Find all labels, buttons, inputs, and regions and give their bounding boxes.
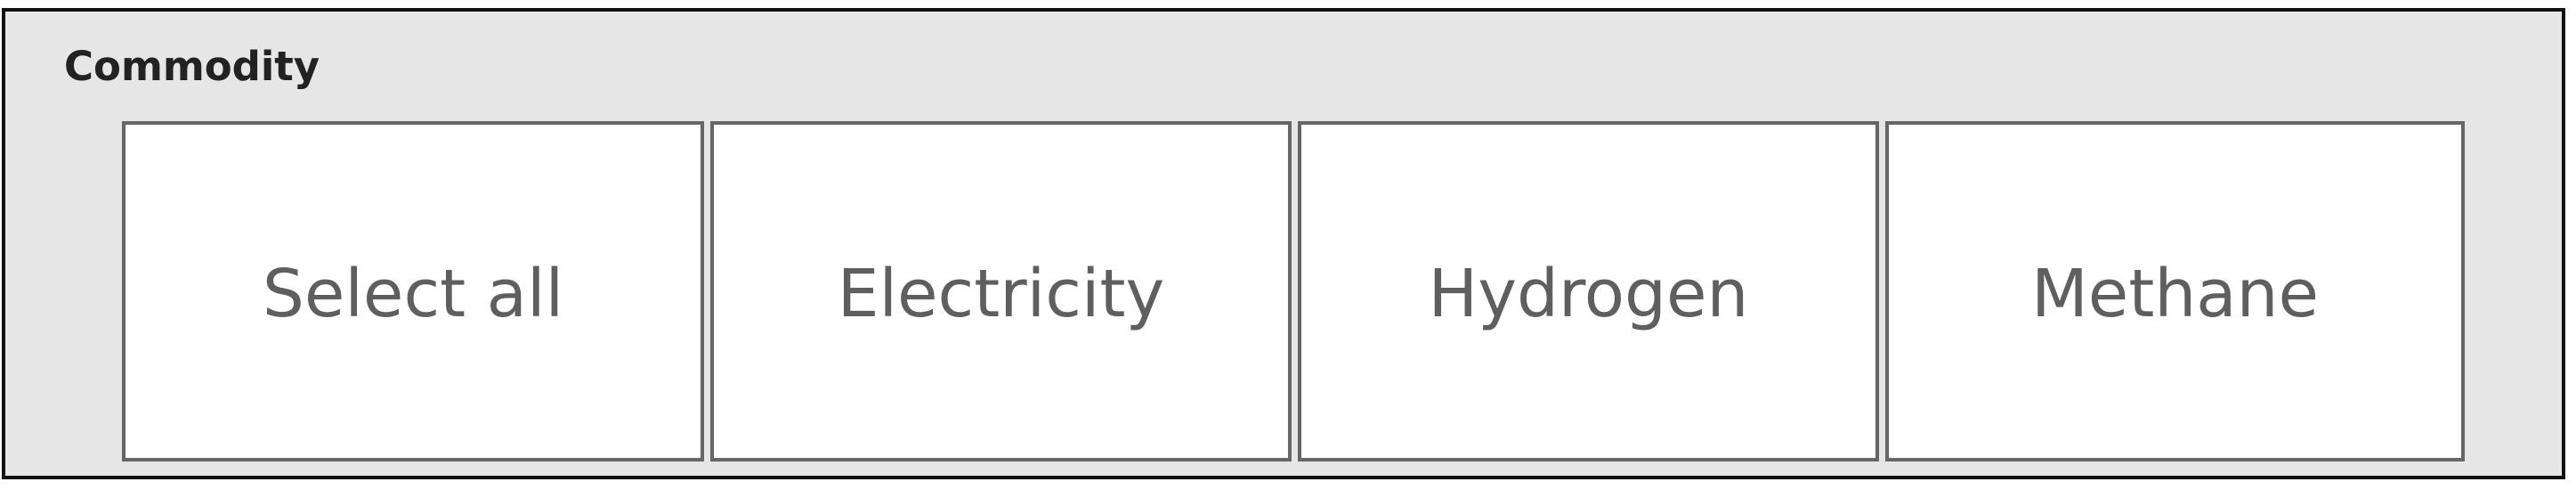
option-electricity[interactable]: Electricity bbox=[710, 121, 1292, 461]
option-label: Electricity bbox=[837, 256, 1165, 332]
option-select-all[interactable]: Select all bbox=[122, 121, 704, 461]
option-hydrogen[interactable]: Hydrogen bbox=[1298, 121, 1879, 461]
option-label: Hydrogen bbox=[1428, 256, 1749, 332]
commodity-slicer: Commodity Select all Electricity Hydroge… bbox=[2, 8, 2565, 479]
option-label: Methane bbox=[2030, 256, 2320, 332]
slicer-title: Commodity bbox=[64, 43, 320, 90]
option-label: Select all bbox=[262, 256, 564, 332]
option-methane[interactable]: Methane bbox=[1885, 121, 2465, 461]
